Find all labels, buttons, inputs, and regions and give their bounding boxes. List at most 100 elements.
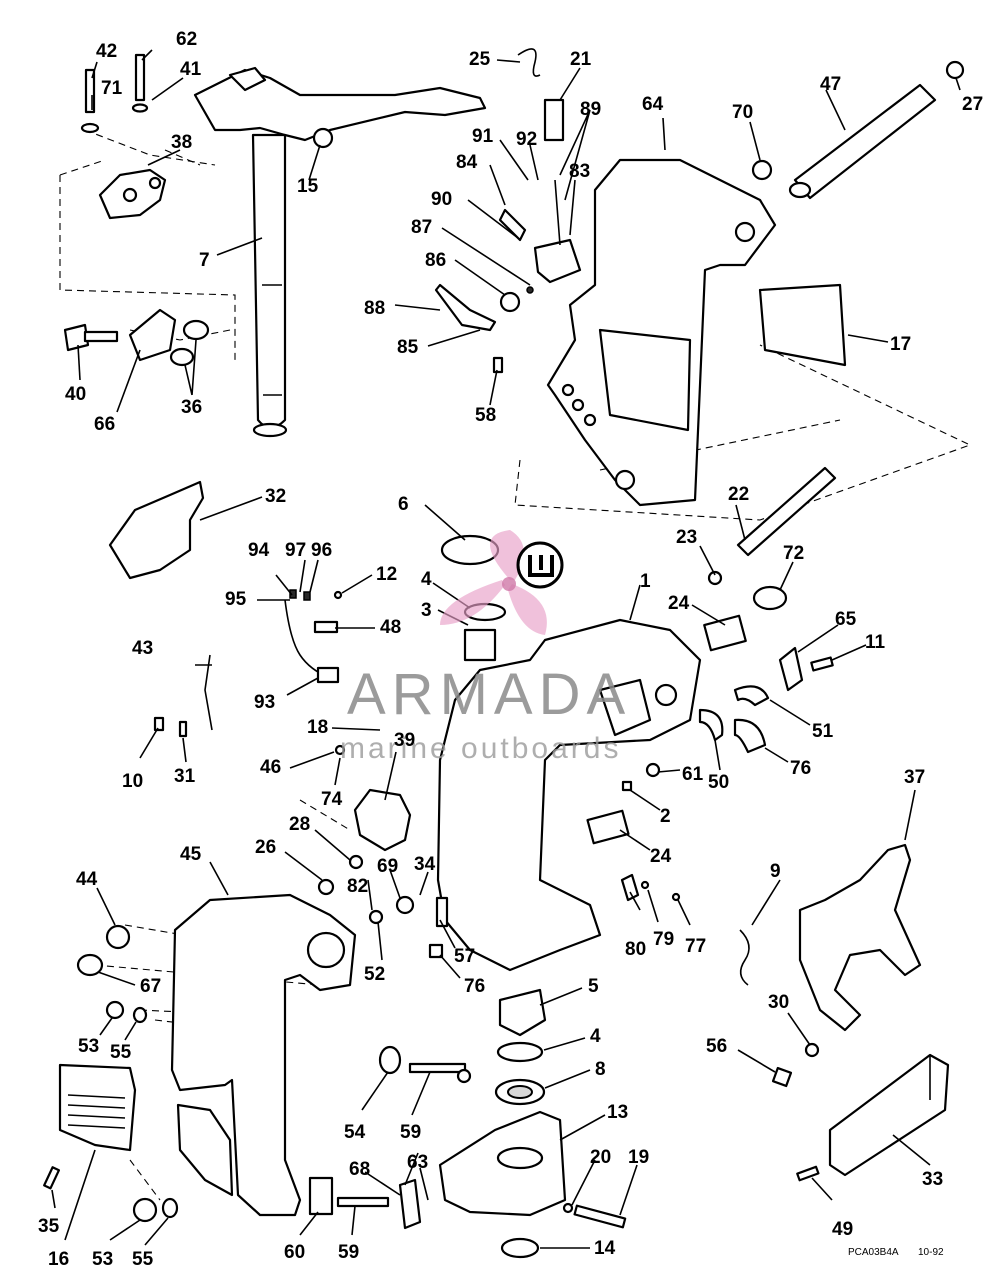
callout-48: 48 — [380, 617, 401, 638]
callout-4-lower: 4 — [590, 1026, 601, 1047]
callout-33: 33 — [922, 1169, 943, 1190]
callout-70: 70 — [732, 102, 753, 123]
callout-60: 60 — [284, 1242, 305, 1263]
callout-57: 57 — [454, 946, 475, 967]
callout-76-right: 76 — [790, 758, 811, 779]
callout-74: 74 — [321, 789, 343, 810]
callout-79: 79 — [653, 929, 674, 950]
callout-15: 15 — [297, 176, 319, 197]
callout-45: 45 — [180, 844, 202, 865]
callout-59-lower: 59 — [338, 1242, 359, 1263]
callout-52: 52 — [364, 964, 385, 985]
footer-code: PCA03B4A — [848, 1247, 899, 1258]
callout-77: 77 — [685, 936, 706, 957]
figure-footer: PCA03B4A 10-92 — [848, 1247, 944, 1258]
nuts-44-67-53-55-drawing — [76, 924, 179, 1223]
callout-87: 87 — [411, 217, 432, 238]
callout-54: 54 — [344, 1122, 366, 1143]
callout-61: 61 — [682, 764, 704, 785]
callout-11: 11 — [865, 632, 886, 653]
callout-85: 85 — [397, 337, 419, 358]
callout-26: 26 — [255, 837, 276, 858]
callout-96: 96 — [311, 540, 332, 561]
callout-14: 14 — [594, 1238, 616, 1259]
callout-7: 7 — [199, 250, 210, 271]
callout-50: 50 — [708, 772, 729, 793]
callout-46: 46 — [260, 757, 281, 778]
callout-13: 13 — [607, 1102, 628, 1123]
callout-10: 10 — [122, 771, 143, 792]
callout-47: 47 — [820, 74, 841, 95]
callout-16: 16 — [48, 1249, 69, 1270]
callout-27: 27 — [962, 94, 983, 115]
plate-65-bolt-11-drawing — [778, 646, 834, 692]
bolts-42-62-drawing — [80, 53, 149, 134]
callout-55-lower: 55 — [132, 1249, 154, 1270]
callout-56: 56 — [706, 1036, 727, 1057]
callout-9: 9 — [770, 861, 781, 882]
bar-33-screw-49-drawing — [796, 1053, 950, 1182]
stern-bracket-64-drawing — [546, 158, 777, 507]
callout-55-upper: 55 — [110, 1042, 132, 1063]
lock-parts-39-drawing — [317, 788, 449, 959]
clips-51-76-50-drawing — [698, 685, 770, 754]
callout-84: 84 — [456, 152, 478, 173]
callout-39: 39 — [394, 730, 415, 751]
lower-swivel-parts-drawing — [438, 988, 627, 1259]
callout-65: 65 — [835, 609, 857, 630]
wire-harness-93-drawing — [284, 589, 343, 684]
rod-22-sleeve-24-drawing — [586, 466, 837, 845]
callout-68: 68 — [349, 1159, 370, 1180]
callout-28: 28 — [289, 814, 310, 835]
tilt-tube-47-drawing — [751, 60, 965, 200]
logo-badge-mark — [528, 555, 554, 577]
callout-62: 62 — [176, 29, 197, 50]
small-parts-43-10-31-drawing — [153, 654, 346, 756]
callout-24-lower: 24 — [650, 846, 672, 867]
plate-17-drawing — [758, 283, 847, 367]
callout-17: 17 — [890, 334, 911, 355]
callout-51: 51 — [812, 721, 834, 742]
callout-24-upper: 24 — [668, 593, 690, 614]
small-parts-61-2-80-drawing — [620, 762, 681, 902]
callout-59-upper: 59 — [400, 1122, 421, 1143]
callout-25: 25 — [469, 49, 491, 70]
callout-44: 44 — [76, 869, 98, 890]
callout-8: 8 — [595, 1059, 606, 1080]
callout-66: 66 — [94, 414, 115, 435]
callout-94: 94 — [248, 540, 270, 561]
callout-31: 31 — [174, 766, 196, 787]
callout-64: 64 — [642, 94, 664, 115]
callout-69: 69 — [377, 856, 398, 877]
callout-86: 86 — [425, 250, 446, 271]
swivel-tube-steering-arm — [193, 66, 487, 438]
callout-3: 3 — [421, 600, 432, 621]
callout-1: 1 — [640, 571, 651, 592]
callout-90: 90 — [431, 189, 452, 210]
callout-35: 35 — [38, 1216, 60, 1237]
callout-42: 42 — [96, 41, 117, 62]
watermark-brand: ARMADA — [347, 662, 631, 727]
callout-20: 20 — [590, 1147, 611, 1168]
watermark-tagline: marine outboards — [340, 732, 621, 765]
callout-5: 5 — [588, 976, 599, 997]
callout-6: 6 — [398, 494, 409, 515]
callout-83: 83 — [569, 161, 590, 182]
leader-lines — [51, 49, 961, 1249]
callout-71: 71 — [101, 78, 123, 99]
callout-97: 97 — [285, 540, 306, 561]
callout-32: 32 — [265, 486, 286, 507]
callout-89: 89 — [580, 99, 601, 120]
callout-49: 49 — [832, 1219, 853, 1240]
callout-43: 43 — [132, 638, 153, 659]
callout-40: 40 — [65, 384, 86, 405]
callout-88: 88 — [364, 298, 385, 319]
callout-2: 2 — [660, 806, 671, 827]
propeller-logo — [440, 530, 547, 635]
callout-37: 37 — [904, 767, 925, 788]
callout-41: 41 — [180, 59, 202, 80]
callout-36: 36 — [181, 397, 202, 418]
callout-23: 23 — [676, 527, 697, 548]
callout-38: 38 — [171, 132, 192, 153]
